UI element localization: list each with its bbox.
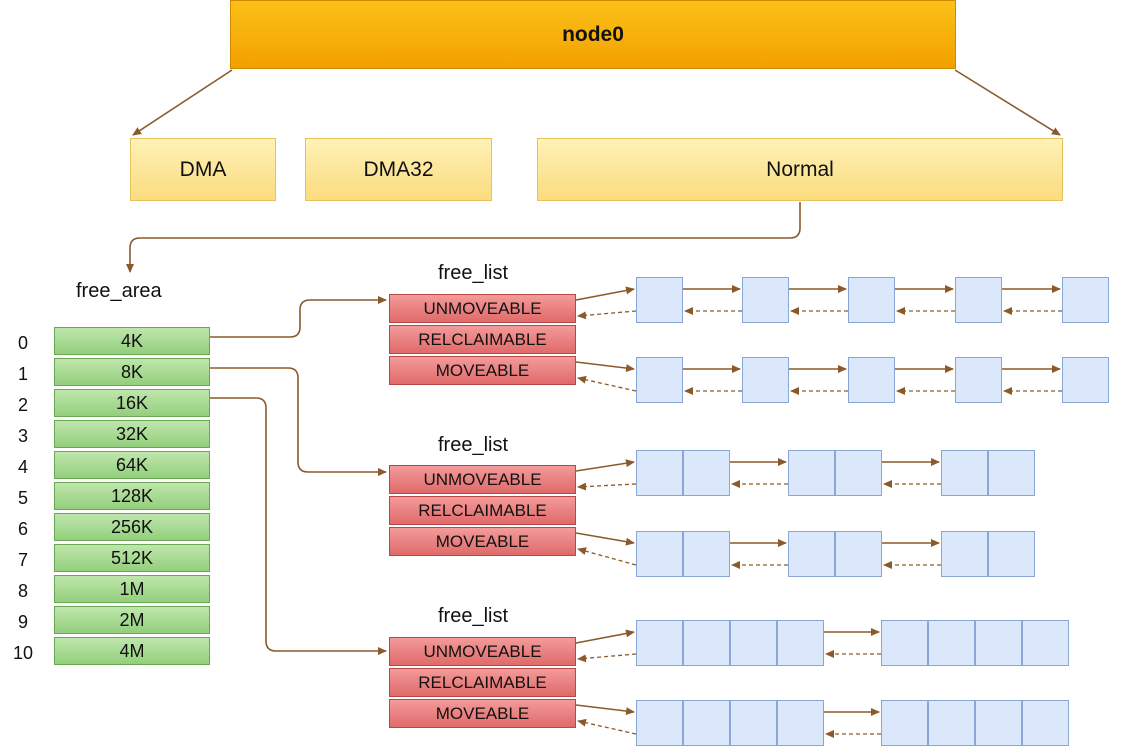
list-head-arrow (575, 286, 635, 301)
page-block-g3-r2-b2-p1 (881, 700, 928, 746)
list-head-arrow (575, 629, 635, 644)
page-block-g3-r1-b1-p2 (683, 620, 730, 666)
page-block-g2-r1-b3-p1 (941, 450, 988, 496)
page-block-g2-r2-b2-p2 (835, 531, 882, 577)
page-block-g1-r2-b3-p1 (848, 357, 895, 403)
free-area-order-10: 4M (54, 637, 210, 665)
page-block-g3-r1-b2-p2 (928, 620, 975, 666)
free-area-order-0: 4K (54, 327, 210, 355)
list-head-back-arrow (577, 653, 637, 663)
list-head-arrow (575, 704, 635, 716)
page-block-g2-r2-b3-p1 (941, 531, 988, 577)
free-area-index: 9 (17, 612, 28, 632)
zone-dma: DMA (130, 138, 276, 201)
free-list-title-2: free_list (438, 434, 509, 456)
page-block-g1-r1-b5-p1 (1062, 277, 1109, 323)
page-block-g2-r1-b1-p1 (636, 450, 683, 496)
page-block-g3-r2-b2-p3 (975, 700, 1022, 746)
order2-to-freelist3-arrow (210, 397, 387, 655)
page-block-g3-r2-b2-p2 (928, 700, 975, 746)
list-head-arrow (575, 459, 635, 472)
free-area-index: 1 (17, 364, 28, 384)
page-block-g3-r1-b1-p3 (730, 620, 777, 666)
page-block-g2-r2-b1-p1 (636, 531, 683, 577)
list-head-back-arrow (577, 310, 637, 320)
node-to-dma-arrow (132, 69, 233, 136)
page-block-g1-r2-b5-p1 (1062, 357, 1109, 403)
page-block-g3-r2-b1-p1 (636, 700, 683, 746)
page-block-g2-r1-b2-p1 (788, 450, 835, 496)
free-list-2-unmoveable: UNMOVEABLE (389, 465, 576, 494)
list-head-back-arrow (577, 375, 637, 392)
free-area-title: free_area (76, 280, 162, 302)
list-head-back-arrow (577, 547, 637, 566)
page-block-g3-r2-b1-p3 (730, 700, 777, 746)
free-list-title-1: free_list (438, 262, 509, 284)
free-list-3-relclaimable: RELCLAIMABLE (389, 668, 576, 697)
free-list-3-moveable: MOVEABLE (389, 699, 576, 728)
page-block-g2-r1-b2-p2 (835, 450, 882, 496)
zone-dma32: DMA32 (305, 138, 492, 201)
free-area-index: 5 (17, 488, 28, 508)
free-list-3-unmoveable: UNMOVEABLE (389, 637, 576, 666)
page-block-g1-r2-b1-p1 (636, 357, 683, 403)
page-block-g3-r1-b1-p4 (777, 620, 824, 666)
zone-normal: Normal (537, 138, 1063, 201)
free-list-1-moveable: MOVEABLE (389, 356, 576, 385)
page-block-g1-r1-b3-p1 (848, 277, 895, 323)
node-to-normal-arrow (954, 69, 1061, 136)
free-area-index: 7 (17, 550, 28, 570)
page-block-g3-r1-b2-p1 (881, 620, 928, 666)
list-head-arrow (575, 361, 635, 373)
page-block-g1-r2-b4-p1 (955, 357, 1002, 403)
page-block-g3-r2-b1-p2 (683, 700, 730, 746)
free-area-index: 10 (12, 643, 34, 663)
page-block-g2-r1-b3-p2 (988, 450, 1035, 496)
list-head-back-arrow (577, 718, 637, 735)
free-area-order-1: 8K (54, 358, 210, 386)
free-area-order-3: 32K (54, 420, 210, 448)
free-list-2-moveable: MOVEABLE (389, 527, 576, 556)
free-area-order-4: 64K (54, 451, 210, 479)
page-block-g1-r1-b4-p1 (955, 277, 1002, 323)
list-head-back-arrow (577, 482, 637, 491)
free-area-index: 8 (17, 581, 28, 601)
free-list-1-relclaimable: RELCLAIMABLE (389, 325, 576, 354)
page-block-g2-r2-b3-p2 (988, 531, 1035, 577)
page-block-g3-r1-b1-p1 (636, 620, 683, 666)
free-area-order-6: 256K (54, 513, 210, 541)
page-block-g2-r2-b2-p1 (788, 531, 835, 577)
free-list-2-relclaimable: RELCLAIMABLE (389, 496, 576, 525)
free-area-index: 4 (17, 457, 28, 477)
page-block-g1-r2-b2-p1 (742, 357, 789, 403)
order1-to-freelist2-arrow (210, 367, 387, 476)
page-block-g3-r1-b2-p3 (975, 620, 1022, 666)
list-head-arrow (575, 532, 635, 546)
free-area-index: 3 (17, 426, 28, 446)
node0-box: node0 (230, 0, 956, 69)
page-block-g1-r1-b2-p1 (742, 277, 789, 323)
page-block-g2-r2-b1-p2 (683, 531, 730, 577)
free-area-index: 6 (17, 519, 28, 539)
free-list-1-unmoveable: UNMOVEABLE (389, 294, 576, 323)
page-block-g1-r1-b1-p1 (636, 277, 683, 323)
free-area-order-5: 128K (54, 482, 210, 510)
page-block-g3-r1-b2-p4 (1022, 620, 1069, 666)
page-block-g3-r2-b2-p4 (1022, 700, 1069, 746)
free-area-index: 2 (17, 395, 28, 415)
free-area-order-7: 512K (54, 544, 210, 572)
free-list-title-3: free_list (438, 605, 509, 627)
free-area-index: 0 (17, 333, 28, 353)
free-area-order-2: 16K (54, 389, 210, 417)
page-block-g2-r1-b1-p2 (683, 450, 730, 496)
order0-to-freelist1-arrow (210, 296, 387, 338)
free-area-order-8: 1M (54, 575, 210, 603)
page-block-g3-r2-b1-p4 (777, 700, 824, 746)
free-area-order-9: 2M (54, 606, 210, 634)
